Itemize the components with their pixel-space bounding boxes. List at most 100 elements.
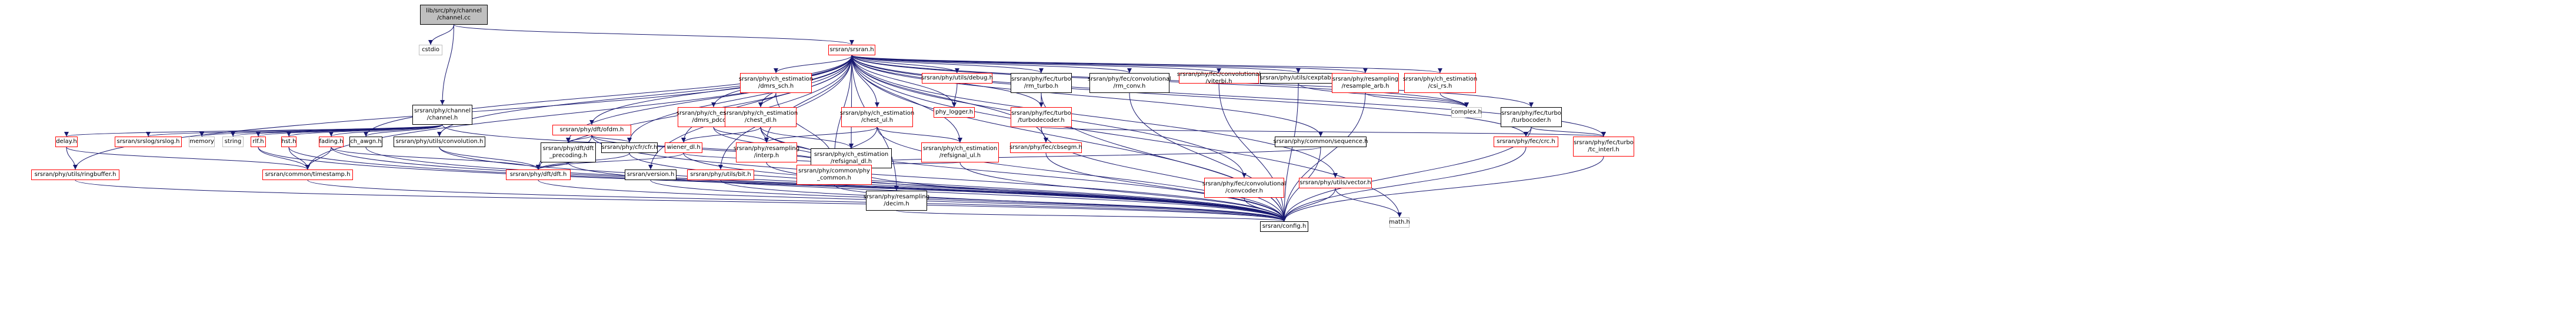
node-wienerdl[interactable]: wiener_dl.h <box>665 142 702 153</box>
edge-delay-to-timestamp <box>66 147 310 170</box>
edge-crc-to-config <box>1282 147 1527 222</box>
node-label: hst.h <box>281 138 296 145</box>
edge-root-to-srsran <box>454 24 854 45</box>
node-rlf[interactable]: rlf.h <box>251 137 266 147</box>
node-label: srsran/phy/channel <box>414 108 471 114</box>
node-csirs[interactable]: srsran/phy/ch_estimation/csi_rs.h <box>1403 73 1477 93</box>
node-ringbuffer[interactable]: srsran/phy/utils/ringbuffer.h <box>31 170 119 180</box>
node-label: srsran/phy/resampling <box>863 194 930 200</box>
edge-srsran-to-phylogger <box>851 55 957 108</box>
node-channel[interactable]: srsran/phy/channel/channel.h <box>412 105 472 125</box>
node-label: string <box>224 138 242 145</box>
edge-debug-to-phylogger <box>952 83 958 108</box>
node-sequence[interactable]: srsran/phy/common/sequence.h <box>1273 137 1368 147</box>
node-label: /viterbi.h <box>1205 78 1232 85</box>
edge-vectorh-to-math <box>1335 188 1402 218</box>
node-turbocoder[interactable]: srsran/phy/fec/turbo/turbocoder.h <box>1501 107 1562 127</box>
node-label: srsran/phy/utils/ringbuffer.h <box>34 171 116 178</box>
node-phycommon[interactable]: srsran/phy/common/phy_common.h <box>797 165 872 185</box>
node-label: srsran/phy/resampling <box>733 145 800 152</box>
node-math[interactable]: math.h <box>1389 217 1410 228</box>
edge-ofdm-to-cfr <box>591 135 632 143</box>
node-chestdl[interactable]: srsran/phy/ch_estimation/chest_dl.h <box>724 107 798 127</box>
node-memory[interactable]: memory <box>189 137 215 147</box>
node-hst[interactable]: hst.h <box>281 137 296 147</box>
edge-chestul-to-config <box>877 127 1287 222</box>
node-label: srsran/phy/fec/convolutional <box>1202 181 1287 187</box>
node-label: srsran/phy/fec/turbo <box>1011 76 1071 82</box>
node-cbsegm[interactable]: srsran/phy/fec/cbsegm.h <box>1009 142 1082 153</box>
edge-srsran-to-csirs <box>851 55 1442 74</box>
node-convcoder[interactable]: srsran/phy/fec/convolutional/convcoder.h <box>1202 178 1287 198</box>
edge-refsignaldl-to-config <box>851 168 1287 222</box>
node-label: /turbodecoder.h <box>1018 117 1065 124</box>
node-timestamp[interactable]: srsran/common/timestamp.h <box>262 170 353 180</box>
node-delay[interactable]: delay.h <box>55 137 78 147</box>
node-debug[interactable]: srsran/phy/utils/debug.h <box>921 73 993 84</box>
node-interp[interactable]: srsran/phy/resampling/interp.h <box>733 142 800 162</box>
edge-srsran-to-vectorh <box>851 55 1338 178</box>
node-resamplearb[interactable]: srsran/phy/resampling/resample_arb.h <box>1332 73 1399 93</box>
node-tcinter[interactable]: srsran/phy/fec/turbo/tc_interl.h <box>1573 137 1634 157</box>
node-config[interactable]: srsran/config.h <box>1260 221 1308 232</box>
node-srsran[interactable]: srsran/srsran.h <box>828 45 875 55</box>
node-version[interactable]: srsran/version.h <box>625 170 677 180</box>
edge-dmrssch-to-chestdl <box>758 92 777 108</box>
edge-rmconv-to-config <box>1129 92 1287 222</box>
node-label: srsran/phy/dft/dft <box>542 145 594 152</box>
edge-channel-to-hst <box>286 124 443 137</box>
node-chawgn[interactable]: ch_awgn.h <box>349 137 382 147</box>
edge-srsran-to-refsignaldl <box>849 55 854 149</box>
node-label: /refsignal_dl.h <box>830 158 872 165</box>
node-label: srsran/phy/fec/turbo <box>1574 139 1634 146</box>
node-label: memory <box>189 138 214 145</box>
edge-tcinter-to-config <box>1282 156 1604 222</box>
node-label: /dmrs_sch.h <box>758 83 794 89</box>
node-cexptab[interactable]: srsran/phy/utils/cexptab.h <box>1260 73 1337 84</box>
node-viterbi[interactable]: srsran/phy/fec/convolutional/viterbi.h <box>1177 71 1261 85</box>
edge-srsran-to-crc <box>851 55 1528 137</box>
node-label: srsran/phy/fec/cbsegm.h <box>1009 144 1082 151</box>
edge-chestdl-to-refsignaldl <box>760 127 854 149</box>
node-dmrssch[interactable]: srsran/phy/ch_estimation/dmrs_sch.h <box>739 73 813 93</box>
node-crc[interactable]: srsran/phy/fec/crc.h <box>1494 137 1558 147</box>
node-label: /resample_arb.h <box>1341 83 1389 89</box>
node-label: srsran/phy/utils/vector.h <box>1299 180 1371 186</box>
node-string[interactable]: string <box>222 137 244 147</box>
node-label: srsran/phy/cfr/cfr.h <box>601 144 658 151</box>
node-turbodecoder[interactable]: srsran/phy/fec/turbo/turbodecoder.h <box>1011 107 1072 127</box>
node-label: srsran/phy/fec/convolutional <box>1087 76 1172 82</box>
node-bit[interactable]: srsran/phy/utils/bit.h <box>687 170 754 180</box>
node-dft[interactable]: srsran/phy/dft/dft.h <box>506 170 571 180</box>
node-label: srsran/phy/dft/ofdm.h <box>559 127 624 133</box>
edge-srsran-to-cexptab <box>851 55 1301 74</box>
node-fading[interactable]: fading.h <box>319 137 344 147</box>
node-label: /rm_turbo.h <box>1024 83 1059 89</box>
node-dftprecoding[interactable]: srsran/phy/dft/dft_precoding.h <box>541 142 596 162</box>
edge-channel-to-fading <box>329 124 443 137</box>
node-label: srsran/phy/utils/convolution.h <box>395 138 484 145</box>
node-ofdm[interactable]: srsran/phy/dft/ofdm.h <box>552 125 631 135</box>
node-cfr[interactable]: srsran/phy/cfr/cfr.h <box>601 142 658 153</box>
edge-channel-to-chawgn <box>364 124 443 137</box>
node-label: /turbocoder.h <box>1511 117 1551 124</box>
node-label: srsran/phy/common/phy <box>798 168 870 174</box>
node-convolution[interactable]: srsran/phy/utils/convolution.h <box>394 137 485 147</box>
edge-decim-to-config <box>896 210 1287 222</box>
node-refsignalul[interactable]: srsran/phy/ch_estimation/refsignal_ul.h <box>921 142 999 162</box>
edge-resamplearb-to-config <box>1282 92 1366 222</box>
node-label: phy_logger.h <box>935 109 974 115</box>
edge-bit-to-config <box>720 180 1287 222</box>
node-srslog[interactable]: srsran/srslog/srslog.h <box>115 137 182 147</box>
node-rmconv[interactable]: srsran/phy/fec/convolutional/rm_conv.h <box>1087 73 1172 93</box>
node-label: fading.h <box>319 138 344 145</box>
node-decim[interactable]: srsran/phy/resampling/decim.h <box>863 191 930 211</box>
node-vectorh[interactable]: srsran/phy/utils/vector.h <box>1299 178 1372 188</box>
node-rmturbo[interactable]: srsran/phy/fec/turbo/rm_turbo.h <box>1011 73 1072 93</box>
node-complex[interactable]: complex.h <box>1451 107 1482 118</box>
node-cstdio[interactable]: cstdio <box>419 45 442 55</box>
node-label: srsran/phy/dft/dft.h <box>509 171 567 178</box>
node-label: /convcoder.h <box>1225 188 1264 194</box>
node-phylogger[interactable]: phy_logger.h <box>934 107 975 118</box>
node-chestul[interactable]: srsran/phy/ch_estimation/chest_ul.h <box>840 107 914 127</box>
